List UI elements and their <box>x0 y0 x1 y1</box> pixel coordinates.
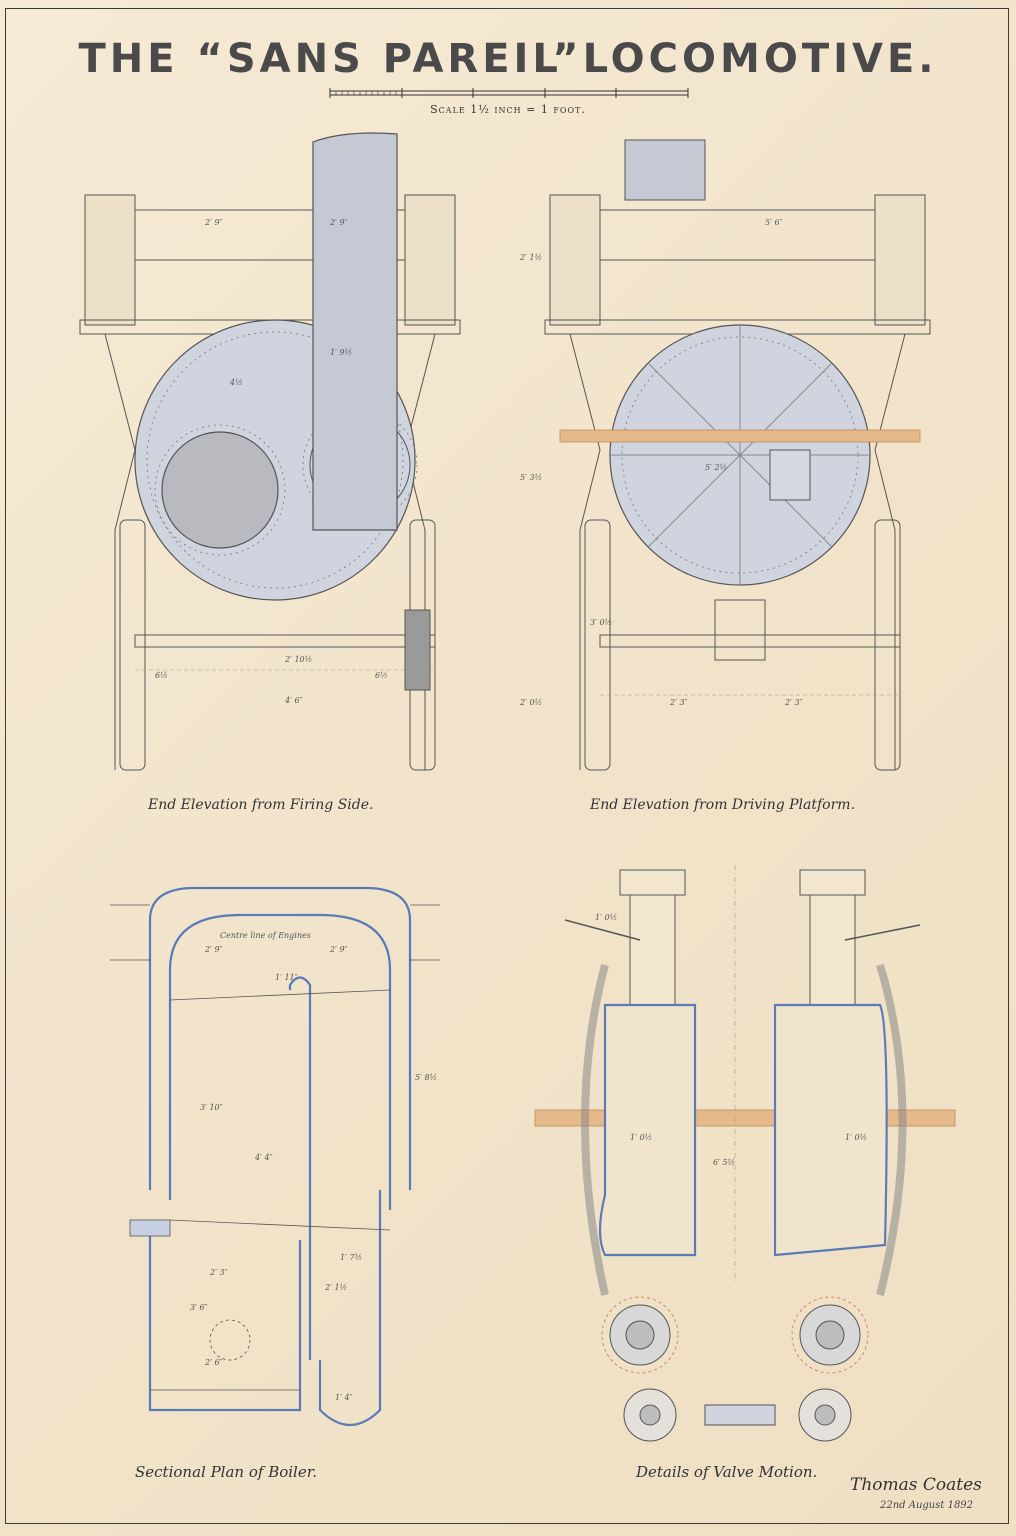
dim-label: 2′ 1½ <box>519 253 542 262</box>
timber-beam <box>559 429 921 443</box>
dim-label: 2′ 1½ <box>324 1283 347 1292</box>
dim-label: 2′ 3″ <box>209 1268 228 1277</box>
left-cylinder <box>598 1003 697 1257</box>
dim-label: 2′ 9″ <box>204 218 223 227</box>
dim-label: 1′ 0½ <box>595 913 617 922</box>
chimney <box>312 132 398 531</box>
dim-label: 1′ 4″ <box>335 1393 353 1402</box>
dim-label: 1′ 9½ <box>330 348 352 357</box>
dim-label: 2′ 9″ <box>204 945 223 954</box>
signature-date: 22nd August 1892 <box>880 1500 974 1511</box>
dim-label: 6½ <box>375 671 388 680</box>
dim-label: 2′ 3″ <box>669 698 688 707</box>
dim-label: 3′ 10″ <box>200 1103 223 1112</box>
plan-centre-line: Centre line of Engines <box>220 931 311 940</box>
dim-label: 6½ <box>155 671 168 680</box>
dim-label: 3′ 0½ <box>590 618 612 627</box>
dim-label: 1′ 11″ <box>275 973 298 982</box>
caption-valve-motion: Details of Valve Motion. <box>636 1463 818 1481</box>
dim-label: 5′ 8½ <box>415 1073 437 1082</box>
driving-platform-elevation: 5′ 6″ 2′ 3″ 2′ 3″ 5′ 3½ 2′ 0½ 3′ 0½ 5′ 2… <box>519 139 931 771</box>
caption-boiler-plan: Sectional Plan of Boiler. <box>135 1463 318 1481</box>
signature-name: Thomas Coates <box>850 1475 982 1495</box>
chimney-top <box>624 139 706 201</box>
dim-label: 5′ 6″ <box>765 218 783 227</box>
outer-shell <box>148 886 412 1190</box>
boiler-sectional-plan: Centre line of Engines 2′ 9″ 2′ 9″ 1′ 11… <box>110 886 440 1426</box>
dim-label: 2′ 3″ <box>784 698 803 707</box>
dim-label: 2′ 0½ <box>519 698 542 707</box>
dim-label: 2′ 9″ <box>329 945 348 954</box>
dim-label: 1′ 0½ <box>845 1133 867 1142</box>
dim-label: 2′ 10½ <box>284 655 312 664</box>
firebox-door <box>161 431 279 549</box>
valve-motion-details: 1′ 0½ 1′ 0½ 6′ 5½ 1′ 0½ <box>534 865 956 1442</box>
dim-label: 3′ 6″ <box>190 1303 208 1312</box>
dim-label: 5′ 3½ <box>520 473 542 482</box>
firing-side-elevation: 2′ 9″ 2′ 9″ 2′ 10½ 4′ 6″ 6½ 6½ 1′ 9½ 4½ <box>79 132 461 771</box>
dim-label: 2′ 9″ <box>329 218 348 227</box>
scale-label: Scale 1½ inch = 1 foot. <box>430 103 586 116</box>
scale-bar <box>329 88 689 98</box>
dim-label: 1′ 7½ <box>340 1253 362 1262</box>
caption-driving-platform: End Elevation from Driving Platform. <box>590 797 856 813</box>
dim-label: 6′ 5½ <box>713 1158 735 1167</box>
dim-label: 4′ 4″ <box>254 1153 273 1162</box>
dim-label: 4′ 6″ <box>284 696 303 705</box>
dim-label: 1′ 0½ <box>630 1133 652 1142</box>
right-cylinder <box>773 1003 888 1257</box>
caption-firing-side: End Elevation from Firing Side. <box>148 797 374 813</box>
drawing-title: THE “SANS PAREIL”LOCOMOTIVE. <box>78 36 938 82</box>
inner-shell <box>168 913 392 1210</box>
dim-label: 2′ 6″ <box>204 1358 223 1367</box>
dim-label: 4½ <box>229 378 243 387</box>
dim-label: 5′ 2½ <box>705 463 727 472</box>
timber-beam <box>534 1109 956 1127</box>
